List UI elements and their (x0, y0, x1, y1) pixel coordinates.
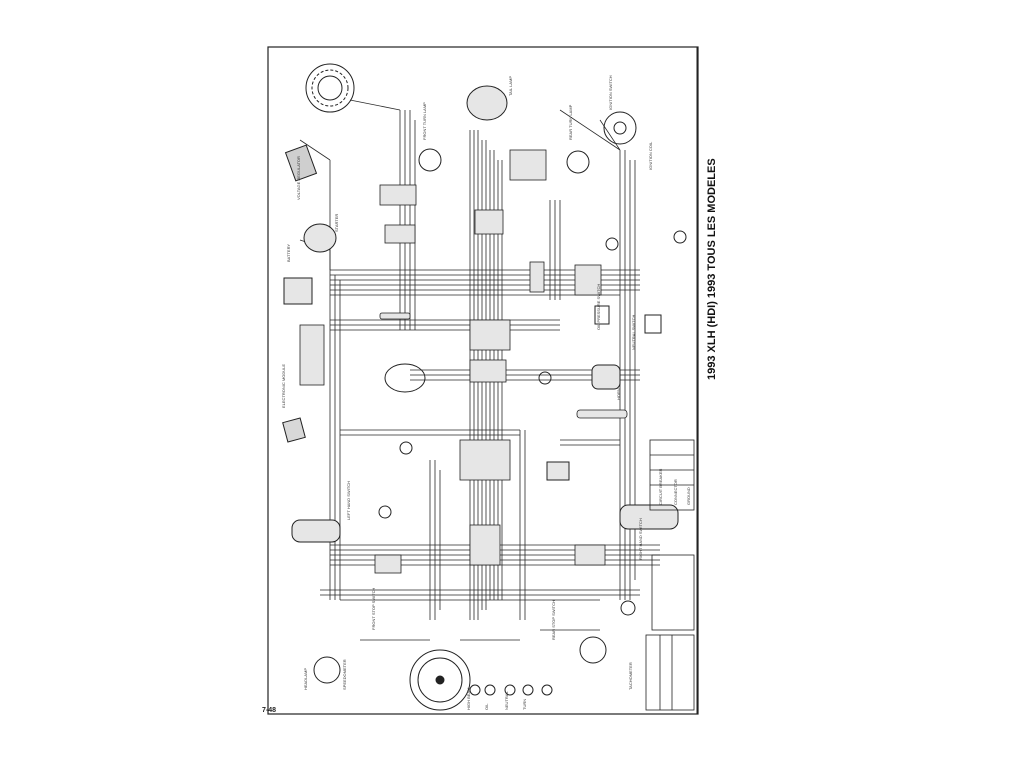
tachometer-icon (579, 636, 607, 664)
starter-icon (303, 223, 337, 253)
left-grip-icon (291, 519, 341, 543)
rear-lamp-icon (566, 150, 590, 174)
speedometer-icon (409, 649, 471, 711)
component-label: HIGH BEAM (466, 688, 471, 710)
legend-row-label: CONNECTOR (673, 479, 678, 505)
component-label: REAR TURN LAMP (568, 104, 573, 140)
component-label: IGNITION COIL (648, 141, 653, 170)
component-label: OIL (484, 703, 489, 710)
component-label: TACHOMETER (628, 662, 633, 690)
battery-icon (283, 277, 313, 305)
component-label: FRONT STOP SWITCH (371, 587, 376, 630)
front-lamp-icon (418, 148, 442, 172)
component-label: TURN (522, 699, 527, 710)
component-label: VOLTAGE REGULATOR (296, 156, 301, 200)
component-label: TAIL LAMP (508, 76, 513, 96)
electronic-module-icon (282, 417, 306, 443)
component-label: SPEEDOMETER (342, 659, 347, 690)
component-label: OIL PRESSURE SWITCH (596, 284, 601, 330)
component-label: LEFT HAND SWITCH (346, 481, 351, 520)
component-label: STARTER (334, 214, 339, 232)
component-label: HEADLAMP (303, 668, 308, 690)
small-sensor-icon (378, 505, 392, 519)
components (282, 63, 687, 711)
legend-box (645, 439, 695, 711)
tail-lamp-icon (466, 85, 508, 121)
component-label: FRONT TURN LAMP (422, 102, 427, 140)
page-number: 7-48 (262, 707, 277, 714)
component-label: NEUTRAL SWITCH (631, 314, 636, 350)
legend-row-label: GROUND (686, 487, 691, 505)
regulator-icon (284, 144, 318, 182)
wiring-harness (299, 99, 660, 641)
ignition-coil-icon (384, 363, 426, 393)
connector-blocks (299, 149, 628, 574)
right-grip-icon (619, 504, 679, 530)
component-label: HORN (616, 388, 621, 400)
horn-icon (591, 364, 621, 390)
component-label: RIGHT HAND SWITCH (638, 518, 643, 560)
stator-icon (305, 63, 355, 113)
component-label: REAR STOP SWITCH (551, 600, 556, 640)
component-label: ELECTRONIC MODULE (281, 364, 286, 408)
ignition-switch-icon (603, 111, 637, 145)
component-label: BATTERY (286, 244, 291, 262)
legend-row-label: CIRCUIT BREAKER (658, 469, 663, 505)
component-label-group: VOLTAGE REGULATOR STARTER BATTERY FRONT TUR… (281, 75, 691, 710)
component-label: IGNITION SWITCH (608, 75, 613, 110)
diagram-title: 1993 XLH (HDI) 1993 TOUS LES MODELES (706, 158, 718, 380)
component-label: NEUTRAL (504, 691, 509, 710)
high-beam-lamp-icon (313, 656, 341, 684)
